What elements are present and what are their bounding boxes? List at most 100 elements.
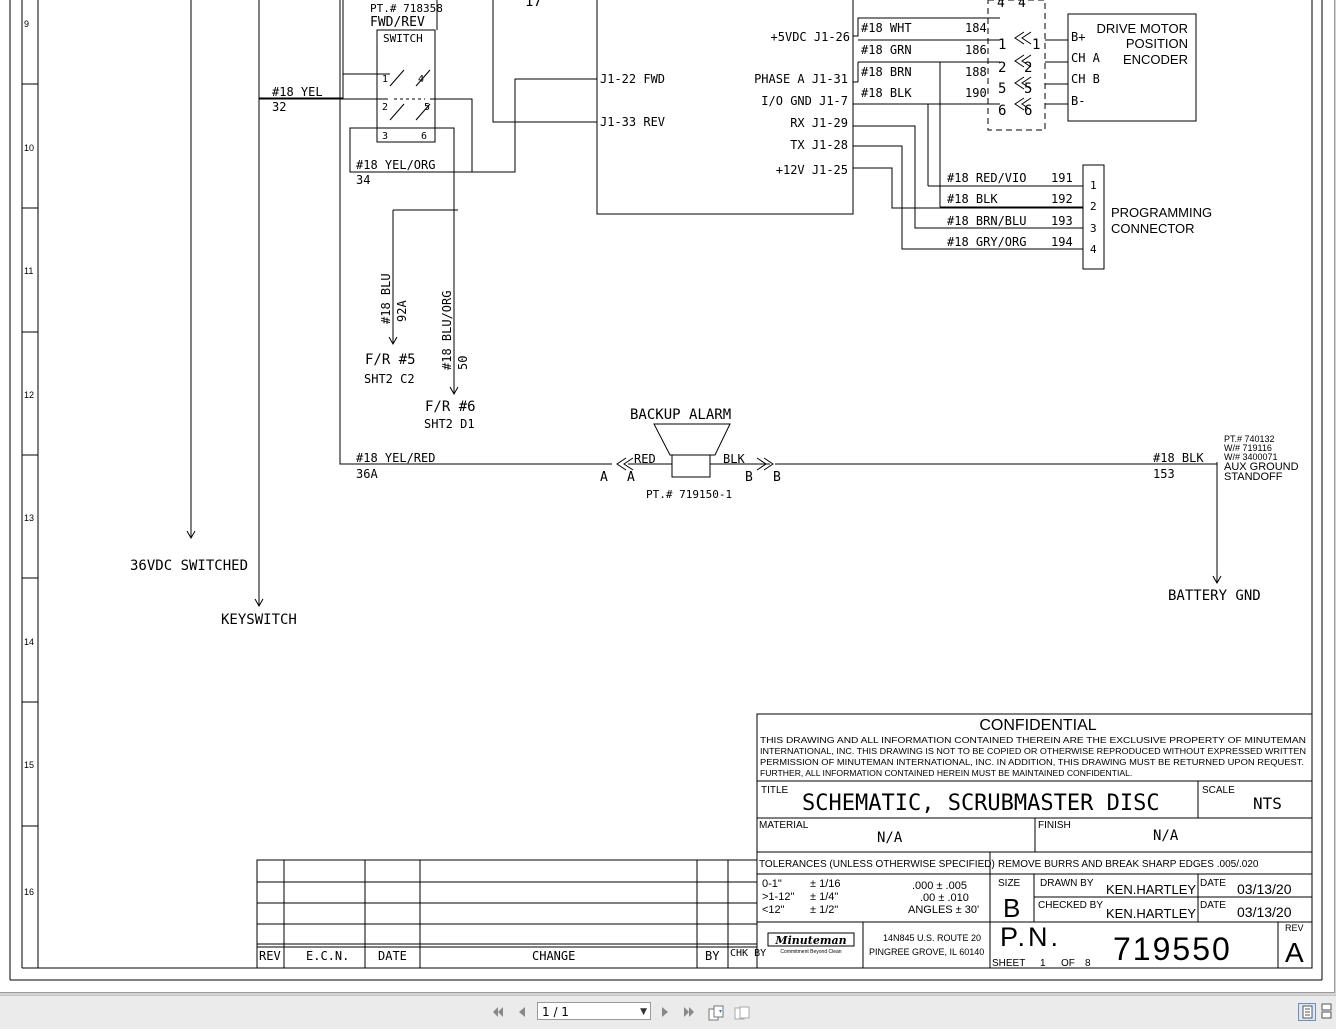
encoder-wire-number: 184	[965, 21, 987, 35]
confidential-notice: INTERNATIONAL, INC. THIS DRAWING IS NOT …	[760, 746, 1306, 756]
company-tagline: Commitment Beyond Clean	[780, 949, 841, 955]
prog-wire-number: 191	[1051, 171, 1073, 185]
material-value: N/A	[877, 830, 903, 846]
prog-wire-number: 192	[1051, 192, 1073, 206]
fit-page-icon	[708, 1005, 724, 1021]
encoder-pin: 5	[1024, 81, 1032, 97]
sheet-label: SHEET	[992, 958, 1025, 969]
size-label: SIZE	[998, 878, 1021, 889]
checked-by-label: CHECKED BY	[1038, 900, 1103, 911]
encoder-wire-number: 188	[965, 65, 987, 79]
encoder-pin: 6	[998, 103, 1006, 119]
prog-pin: 2	[1090, 200, 1097, 213]
material-label: MATERIAL	[759, 820, 809, 831]
wire-label: #18 YEL/ORG	[356, 158, 435, 172]
company-logo-text: Minuteman	[774, 934, 846, 947]
programming-connector	[853, 125, 1105, 270]
sheet-of-label: OF	[1061, 958, 1075, 969]
encoder-wiring	[853, 0, 1197, 207]
standoff-text: AUX GROUND	[1224, 461, 1299, 473]
company-address: 14N845 U.S. ROUTE 20	[883, 933, 981, 943]
net-label-battery-gnd: BATTERY GND	[1168, 588, 1261, 604]
encoder-wire-number: 190	[965, 86, 987, 100]
net-label-keyswitch: KEYSWITCH	[221, 612, 297, 628]
page-number-field[interactable]: 1 / 1 ▼	[537, 1002, 651, 1020]
alarm-pin: B	[773, 470, 781, 485]
controller-block: J1-22 FWD J1-33 REV +5VDC J1-26 PHASE A …	[596, 0, 854, 215]
title-block: CONFIDENTIAL THIS DRAWING AND ALL INFORM…	[756, 713, 1313, 969]
encoder-pin: 2	[998, 60, 1006, 76]
encoder-wire-label: #18 BRN	[861, 65, 912, 79]
remove-burrs-note: REMOVE BURRS AND BREAK SHARP EDGES .005/…	[998, 859, 1259, 870]
encoder-pin: 5	[998, 81, 1006, 97]
grid-row-labels: 9 10 11 12 13 14 15 16	[24, 19, 34, 897]
grid-row-label: 11	[24, 266, 33, 276]
controller-pin-left: J1-22 FWD	[600, 72, 665, 86]
title-label: TITLE	[761, 785, 789, 796]
rev-col-header: CHANGE	[532, 949, 575, 963]
prog-wire-number: 194	[1051, 235, 1073, 249]
encoder-wire-label: #18 WHT	[861, 21, 912, 35]
grid-row-label: 12	[24, 390, 34, 400]
switch-part-number: PT.# 718358	[370, 2, 443, 15]
wire-number: 34	[356, 173, 370, 187]
wire-number: 32	[272, 100, 286, 114]
scale-value: NTS	[1253, 794, 1282, 813]
fit-page-button[interactable]	[707, 1004, 724, 1021]
encoder-wire-label: #18 BLK	[861, 86, 912, 100]
prog-pin: 1	[1090, 179, 1097, 192]
alarm-pin: A	[627, 470, 635, 485]
page-indicator: 1 / 1	[542, 1005, 569, 1019]
checked-date: 03/13/20	[1237, 904, 1292, 920]
single-page-view-button[interactable]	[1298, 1003, 1316, 1021]
encoder-pin: 2	[1024, 60, 1032, 76]
wire-number: 92A	[395, 300, 409, 322]
controller-pin-right: PHASE A J1-31	[754, 72, 848, 86]
wire-label: #18 BLU	[379, 273, 393, 324]
switch-pin: 1	[382, 74, 388, 85]
checked-by-value: KEN.HARTLEY	[1106, 906, 1196, 921]
encoder-pin: 6	[1024, 103, 1032, 119]
prog-wire-label: #18 BLK	[947, 192, 998, 206]
document-viewport[interactable]: 9 10 11 12 13 14 15 16 36VDC SWITCHED KE…	[0, 0, 1336, 995]
date-label: DATE	[1200, 900, 1226, 911]
encoder-terminal: B-	[1071, 94, 1085, 108]
controller-pin-right: +12V J1-25	[776, 163, 848, 177]
confidential-notice: PERMISSION OF MINUTEMAN INTERNATIONAL, I…	[760, 757, 1304, 767]
prog-title: CONNECTOR	[1111, 221, 1195, 236]
scale-label: SCALE	[1202, 785, 1235, 796]
last-page-icon	[684, 1007, 694, 1017]
standoff-text: W/# 719116	[1224, 443, 1272, 453]
encoder-pin: 1	[1032, 37, 1040, 53]
encoder-terminal: CH B	[1071, 72, 1100, 86]
finish-label: FINISH	[1038, 820, 1071, 831]
rev-col-header: CHK BY	[730, 948, 766, 959]
rev-col-header: BY	[705, 949, 720, 963]
wire-label: #18 YEL	[272, 85, 323, 99]
fit-width-button[interactable]	[733, 1004, 750, 1020]
drawing-title: SCHEMATIC, SCRUBMASTER DISC	[802, 791, 1160, 816]
date-label: DATE	[1200, 878, 1226, 889]
alarm-pin: A	[600, 470, 608, 485]
sheet-total: 8	[1085, 958, 1091, 969]
switch-pin: 6	[421, 131, 427, 142]
next-page-button[interactable]	[657, 1004, 673, 1020]
size-value: B	[1003, 893, 1020, 923]
drawn-by-value: KEN.HARTLEY	[1106, 882, 1196, 897]
chevron-down-icon[interactable]: ▼	[640, 1007, 647, 1017]
first-page-button[interactable]	[490, 1004, 506, 1020]
first-page-icon	[493, 1007, 503, 1017]
last-page-button[interactable]	[681, 1004, 697, 1020]
continuous-view-button[interactable]	[1318, 1003, 1336, 1021]
controller-pin-left: J1-33 REV	[600, 115, 665, 129]
wire-label: #18 YEL/RED	[356, 451, 435, 465]
decimal-tolerance: .00 ± .010	[920, 892, 969, 904]
tolerances-label: TOLERANCES (UNLESS OTHERWISE SPECIFIED)	[759, 859, 995, 870]
encoder-title: ENCODER	[1123, 52, 1188, 67]
prog-wire-label: #18 GRY/ORG	[947, 235, 1026, 249]
grid-row-label: 15	[24, 760, 34, 770]
ref-fr5-sheet: SHT2 C2	[364, 372, 415, 386]
prev-page-button[interactable]	[514, 1004, 530, 1020]
decimal-tolerance: ANGLES ± 30'	[908, 904, 979, 916]
switch-pin: 4	[418, 74, 424, 85]
